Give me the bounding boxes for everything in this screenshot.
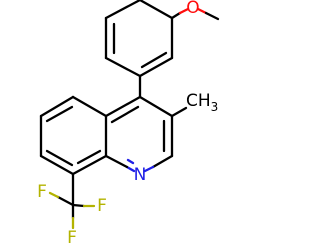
methoxy-group: O [170, 0, 220, 21]
oxygen-atom-label: O [186, 0, 199, 18]
bond [45, 105, 74, 123]
bond [178, 7, 190, 15]
bond [196, 7, 208, 15]
bond [104, 0, 142, 20]
bond [138, 95, 174, 118]
bond [138, 0, 174, 20]
bond [125, 165, 136, 173]
bond [138, 56, 174, 78]
methyl-group: CH3 [170, 91, 218, 118]
bond [39, 95, 75, 118]
bond [71, 95, 108, 118]
structure-canvas: O N CH3 [37, 0, 220, 248]
bond [151, 154, 174, 169]
bond [143, 165, 155, 173]
bond [45, 149, 74, 167]
bond [76, 149, 102, 165]
bond [170, 11, 182, 20]
trifluoromethyl-group: F F F [37, 172, 107, 248]
methyl-subscript: 3 [211, 100, 219, 114]
bond [126, 158, 135, 165]
bond [140, 51, 168, 69]
bond [104, 56, 142, 78]
bond [48, 191, 60, 199]
fluorine-atom-label-3: F [67, 228, 77, 248]
methyl-carbon-text: CH [186, 91, 211, 111]
fluorine-atom-label-2: F [97, 196, 107, 216]
nitrogen-atom-label: N [134, 165, 147, 185]
bond [104, 154, 129, 169]
bond [56, 195, 75, 207]
bond [71, 203, 86, 208]
bond [104, 95, 142, 118]
molecule-structure: O N CH3 [37, 0, 220, 248]
bond [204, 11, 220, 21]
fluorine-atom-label-1: F [37, 182, 47, 202]
bond [170, 106, 188, 118]
bond [110, 105, 140, 124]
pyridine-ring: N [104, 95, 174, 185]
methyl-label: CH3 [186, 91, 218, 114]
benzo-ring [39, 95, 108, 176]
methoxyphenyl-ring [104, 0, 174, 78]
bond [71, 154, 108, 176]
bond [39, 154, 75, 176]
